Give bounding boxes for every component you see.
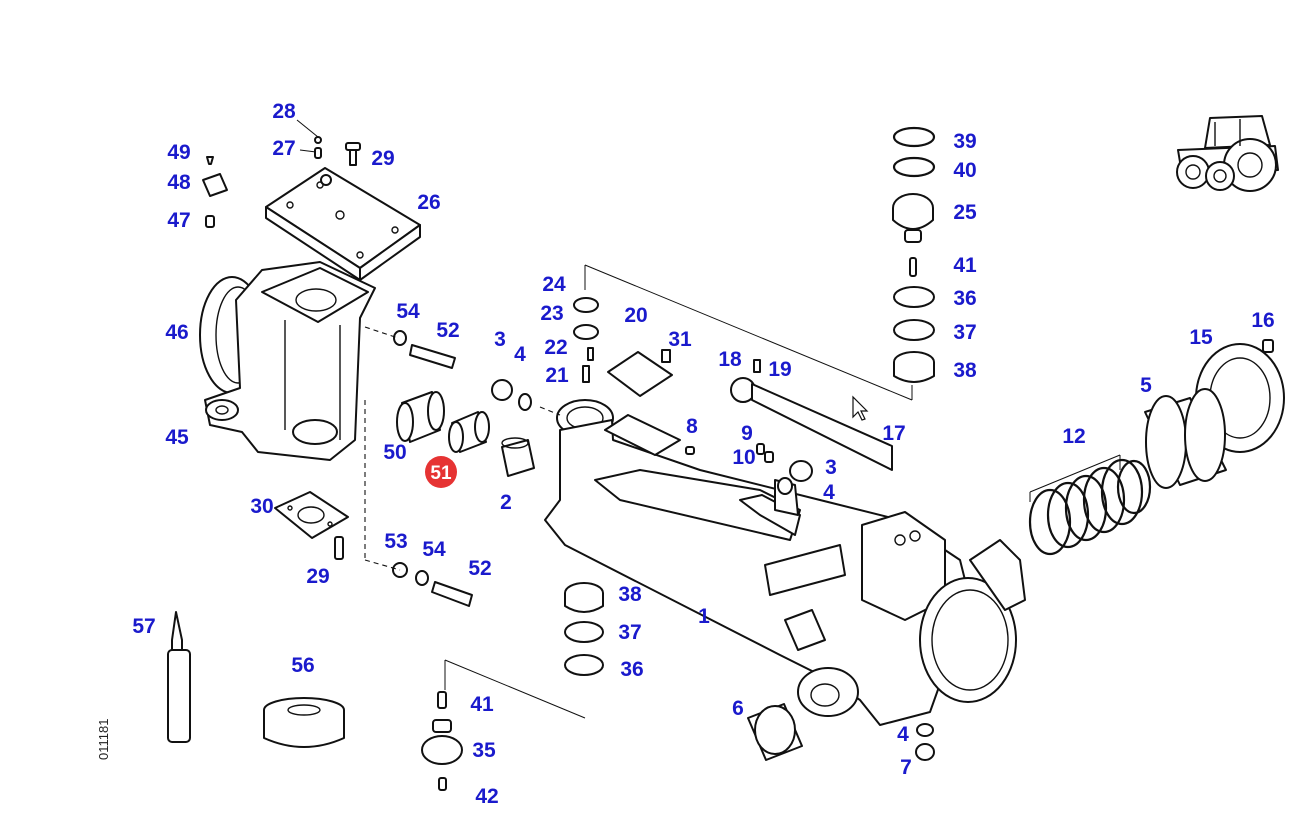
fittings-axle-top <box>685 443 813 495</box>
callout-label: 25 <box>953 201 977 224</box>
callout-label: 4 <box>514 343 526 366</box>
callout-label: 54 <box>422 538 446 561</box>
callout-label: 52 <box>468 557 491 580</box>
callout-label: 36 <box>620 658 643 681</box>
callout-label: 50 <box>383 441 406 464</box>
callout-label: 31 <box>668 328 692 351</box>
highlight-marker[interactable]: 51 <box>425 456 457 488</box>
callout-label: 42 <box>475 785 498 808</box>
spacer-and-washers <box>747 703 935 761</box>
callout-label: 9 <box>741 422 753 445</box>
drawing-number: 011181 <box>96 719 111 760</box>
callout-label: 38 <box>953 359 977 382</box>
callout-label: 49 <box>167 141 190 164</box>
callout-label: 35 <box>472 739 496 762</box>
callout-label: 45 <box>165 426 189 449</box>
axle-housing-part <box>544 399 1026 726</box>
callout-label: 3 <box>825 456 837 479</box>
callout-label: 10 <box>732 446 755 469</box>
callout-label: 53 <box>384 530 407 553</box>
callout-label: 47 <box>167 209 190 232</box>
upper-kingpin-stack <box>892 126 936 383</box>
callout-label: 4 <box>823 481 835 504</box>
callout-label: 37 <box>953 321 976 344</box>
callout-label: 29 <box>306 565 329 588</box>
lower-kingpin-stack <box>564 582 604 676</box>
callout-label: 24 <box>542 273 566 296</box>
callout-label: 23 <box>540 302 563 325</box>
callout-label: 52 <box>436 319 459 342</box>
callout-label: 37 <box>618 621 641 644</box>
callout-label: 41 <box>953 254 977 277</box>
callout-label: 12 <box>1062 425 1085 448</box>
callout-label: 40 <box>953 159 976 182</box>
callout-label: 17 <box>882 422 905 445</box>
callout-label: 57 <box>132 615 155 638</box>
callout-label: 26 <box>417 191 440 214</box>
callout-label: 2 <box>500 491 512 514</box>
bushings-and-bolts <box>392 330 535 607</box>
callout-label: 21 <box>545 364 569 387</box>
fittings-left-center <box>491 297 673 411</box>
callout-label: 8 <box>686 415 698 438</box>
callout-label: 1 <box>698 605 710 628</box>
callout-label: 29 <box>371 147 394 170</box>
callout-label: 16 <box>1251 309 1274 332</box>
callout-label: 56 <box>291 654 314 677</box>
callout-label: 19 <box>768 358 791 381</box>
callout-label: 36 <box>953 287 976 310</box>
tractor-icon <box>1176 115 1279 192</box>
tie-arm-part <box>730 359 893 471</box>
callout-label: 54 <box>396 300 420 323</box>
highlight-label: 51 <box>430 463 452 484</box>
flange-plate-part <box>274 491 349 560</box>
callout-label: 46 <box>165 321 188 344</box>
callout-label: 18 <box>718 348 742 371</box>
callout-label: 22 <box>544 336 567 359</box>
callout-label: 15 <box>1189 326 1213 349</box>
assembly-lines <box>296 119 1121 719</box>
callout-label: 27 <box>272 137 295 160</box>
cursor-arrow-icon <box>852 395 869 421</box>
callout-label: 3 <box>494 328 506 351</box>
callout-label: 20 <box>624 304 647 327</box>
callout-label: 48 <box>167 171 191 194</box>
callout-label: 7 <box>900 756 912 779</box>
callout-label: 5 <box>1140 374 1152 397</box>
lower-tools <box>167 611 463 791</box>
callout-label: 38 <box>618 583 642 606</box>
top-plate-part <box>265 167 421 281</box>
callout-labels: 28 27 29 49 48 47 26 46 45 54 52 50 51 2… <box>132 100 1274 808</box>
callout-label: 30 <box>250 495 273 518</box>
steering-knuckle-part <box>199 261 376 461</box>
callout-label: 4 <box>897 723 909 746</box>
callout-label: 28 <box>272 100 296 123</box>
callout-label: 41 <box>470 693 494 716</box>
callout-label: 6 <box>732 697 744 720</box>
callout-label: 39 <box>953 130 976 153</box>
hub-cover-part <box>1144 339 1285 489</box>
small-fasteners-top <box>202 136 361 228</box>
shim-stack-part <box>1028 458 1152 556</box>
